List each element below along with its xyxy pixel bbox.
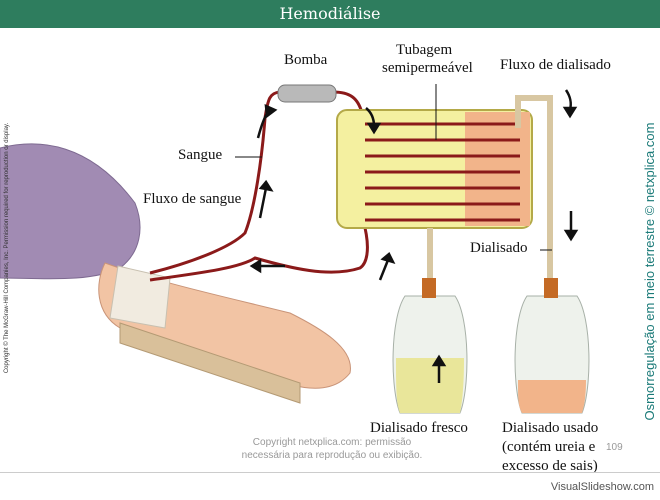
watermark: VisualSlideshow.com [551,481,654,493]
page-number: 109 [606,442,623,453]
side-copyright-left: Copyright © The McGraw-Hill Companies, I… [4,93,10,403]
bottom-divider [0,472,660,473]
copyright-note: Copyright netxplica.com: permissão neces… [232,436,432,462]
side-credit-right: Osmorregulação em meio terrestre © netxp… [642,109,657,434]
